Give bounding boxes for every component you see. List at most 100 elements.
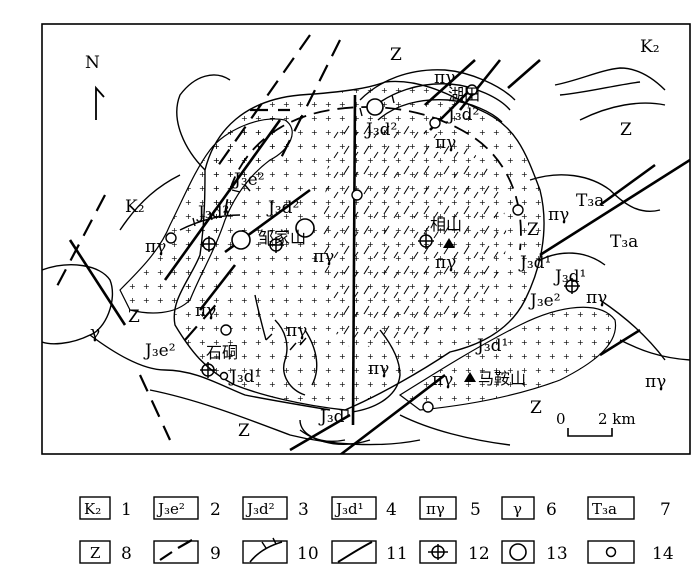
svg-text:6: 6 <box>546 500 557 520</box>
scale-distance: 2 km <box>598 410 636 428</box>
svg-text:2: 2 <box>210 500 221 520</box>
legend-item: 11 <box>331 540 408 564</box>
deposit-symbol <box>201 236 217 252</box>
svg-text:4: 4 <box>386 500 397 520</box>
small-circle-legend-icon <box>605 546 617 558</box>
svg-text:J₃e²: J₃e² <box>156 500 185 518</box>
unit-label: J₃d¹ <box>318 407 351 427</box>
unit-label: γ <box>90 323 100 343</box>
place-xiangshan: 相山 <box>430 215 462 234</box>
legend-item: J₃d² 3 <box>242 496 309 520</box>
unit-label: πγ <box>435 253 456 273</box>
unit-label: Z <box>238 421 250 441</box>
unit-label: J₃d¹ <box>228 367 261 387</box>
central-texture-zone <box>323 122 507 347</box>
legend-item: K₂ 1 <box>79 496 132 520</box>
small-circle-symbols <box>165 84 524 413</box>
legend-item: J₃d¹ 4 <box>331 496 397 520</box>
legend-item: 9 <box>153 539 221 564</box>
unit-label: T₃a <box>610 232 638 252</box>
legend-item: γ 6 <box>501 496 557 520</box>
unit-label: πγ <box>586 288 607 308</box>
unit-label: J₃e² <box>528 291 561 311</box>
unit-label: K₂ <box>640 37 660 57</box>
unit-label: J₃d² <box>196 203 229 223</box>
svg-text:11: 11 <box>386 544 408 564</box>
svg-text:7: 7 <box>660 500 671 520</box>
place-zoujiashan: 邹家山 <box>258 228 306 247</box>
svg-text:1: 1 <box>121 500 132 520</box>
large-circle-legend-icon <box>509 543 527 561</box>
unit-label: K₂ <box>125 197 145 217</box>
unit-label: Z <box>620 120 632 140</box>
place-hutian: 湖田 <box>448 85 480 104</box>
svg-text:J₃d²: J₃d² <box>245 500 275 518</box>
unit-label: J₃e² <box>232 170 265 190</box>
maanshan-summit-icon <box>464 372 476 382</box>
legend-item: T₃a 7 <box>587 496 671 520</box>
basin-ring-fault <box>224 106 522 251</box>
unit-label: πγ <box>435 133 456 153</box>
summit-symbols <box>443 238 476 382</box>
svg-text:T₃a: T₃a <box>592 500 617 518</box>
unit-label: πγ <box>313 247 334 267</box>
unit-label: πγ <box>434 68 455 88</box>
unit-label: J₃d¹ <box>518 253 551 273</box>
place-shidong: 石硐 <box>206 343 238 362</box>
large-circle-symbols <box>231 98 384 250</box>
unit-label: Z <box>390 45 402 65</box>
west-tongue-area <box>119 118 293 314</box>
svg-text:13: 13 <box>546 544 568 564</box>
svg-text:14: 14 <box>652 544 674 564</box>
unit-label: πγ <box>286 321 307 341</box>
unit-label: J₃d¹ <box>553 267 586 287</box>
place-maanshan: 马鞍山 <box>478 369 526 388</box>
unit-label: πγ <box>195 301 216 321</box>
svg-text:9: 9 <box>210 544 221 564</box>
legend-item: J₃e² 2 <box>153 496 221 520</box>
svg-text:K₂: K₂ <box>84 500 101 518</box>
north-label: N <box>85 53 100 73</box>
deposit-symbol <box>418 233 434 249</box>
legend-item: 13 <box>501 540 568 564</box>
southeast-tongue-area <box>398 306 617 411</box>
svg-text:5: 5 <box>470 500 481 520</box>
legend-item: 10 <box>242 537 319 564</box>
unit-label: J₃d² <box>446 105 479 125</box>
svg-text:J₃d¹: J₃d¹ <box>334 500 364 518</box>
svg-text:10: 10 <box>297 544 319 564</box>
deposit-legend-icon <box>428 544 448 560</box>
deposit-symbols <box>200 233 580 378</box>
unit-label: πγ <box>368 359 389 379</box>
unit-label: πγ <box>432 370 453 390</box>
scale-zero: 0 <box>556 410 566 428</box>
svg-text:γ: γ <box>513 500 522 518</box>
deposit-symbol <box>268 237 284 253</box>
svg-text:12: 12 <box>468 544 490 564</box>
svg-text:Z: Z <box>90 544 100 562</box>
deposit-symbol <box>564 278 580 294</box>
svg-text:3: 3 <box>298 500 309 520</box>
legend-item: πγ 5 <box>419 496 481 520</box>
north-arrow <box>95 85 105 120</box>
svg-text:8: 8 <box>121 544 132 564</box>
xiangshan-summit-icon <box>443 238 455 248</box>
legend: K₂ 1 J₃e² 2 J₃d² 3 J₃d¹ 4 πγ 5 γ 6 <box>79 496 674 564</box>
unit-label: Z <box>530 398 542 418</box>
map-body: 0 2 km N Z K₂ Z K₂ Z Z Z Z T₃a T₃a γ γ π… <box>42 34 690 454</box>
legend-item: Z 8 <box>79 540 132 564</box>
deposit-symbol <box>200 362 216 378</box>
unit-label: πγ <box>145 237 166 257</box>
unit-label: Z <box>128 307 140 327</box>
svg-text:πγ: πγ <box>426 500 445 518</box>
unit-label: Z <box>527 220 539 240</box>
inferred-faults <box>54 34 341 441</box>
scale-bar: 0 2 km <box>556 410 636 437</box>
unit-label: πγ <box>645 372 666 392</box>
unit-label: J₃d² <box>364 120 397 140</box>
unit-label: J₃d¹ <box>475 336 508 356</box>
unit-label: J₃e² <box>143 341 176 361</box>
legend-item: 12 <box>419 540 490 564</box>
unit-label: πγ <box>548 205 569 225</box>
